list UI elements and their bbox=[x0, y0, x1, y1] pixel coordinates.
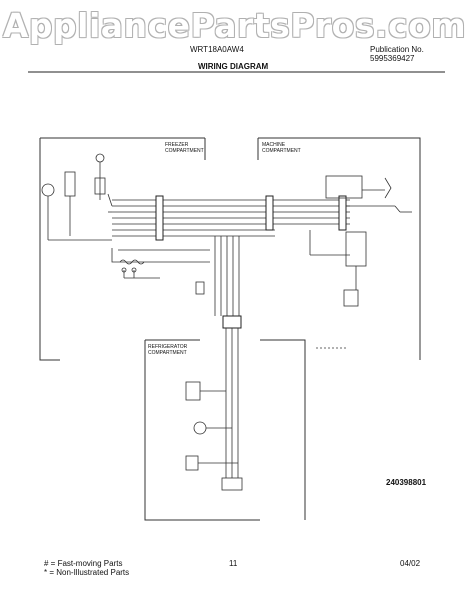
publication-number: 5995369427 bbox=[370, 54, 415, 63]
legend-non-illustrated: * = Non-Illustrated Parts bbox=[44, 568, 130, 577]
model-number: WRT18A0AW4 bbox=[190, 45, 244, 54]
defrost-timer bbox=[185, 381, 201, 401]
freezer-light-switch bbox=[195, 281, 205, 295]
refrigerator-compartment-label: REFRIGERATOR COMPARTMENT bbox=[148, 344, 188, 356]
publication-label: Publication No. bbox=[370, 45, 424, 54]
freezer-border-left bbox=[39, 138, 60, 361]
compressor-connector bbox=[338, 195, 347, 231]
freezer-connector bbox=[155, 195, 164, 241]
date: 04/02 bbox=[400, 559, 421, 568]
machine-border bbox=[258, 137, 421, 360]
evaporator-fan-motor bbox=[64, 171, 76, 197]
page-number: 11 bbox=[229, 559, 238, 568]
refrigerator-border-left bbox=[144, 340, 260, 521]
machine-connector bbox=[265, 195, 274, 231]
condenser-fan bbox=[345, 231, 367, 267]
refrigerator-connector bbox=[222, 315, 242, 329]
drawing-number: 240398801 bbox=[386, 478, 427, 487]
machine-compartment-label: MACHINE COMPARTMENT bbox=[262, 142, 301, 154]
cold-control bbox=[221, 477, 243, 491]
refrigerator-border-right bbox=[260, 339, 306, 520]
refrigerator-light bbox=[193, 421, 207, 435]
legend-fast-moving: # = Fast-moving Parts bbox=[44, 559, 123, 568]
freezer-light-symbol bbox=[41, 183, 55, 197]
overload-protector bbox=[384, 177, 392, 199]
compressor-relay bbox=[325, 175, 363, 199]
fan-motor-symbol bbox=[95, 153, 105, 163]
freezer-compartment-label: FREEZER COMPARTMENT bbox=[165, 142, 204, 154]
ice-maker-symbol bbox=[94, 177, 106, 195]
watermark: AppliancePartsPros.com bbox=[2, 6, 467, 45]
defrost-heater bbox=[119, 259, 145, 265]
page-title: WIRING DIAGRAM bbox=[198, 62, 269, 71]
water-valve bbox=[343, 289, 359, 307]
refrigerator-light-switch bbox=[185, 455, 199, 471]
